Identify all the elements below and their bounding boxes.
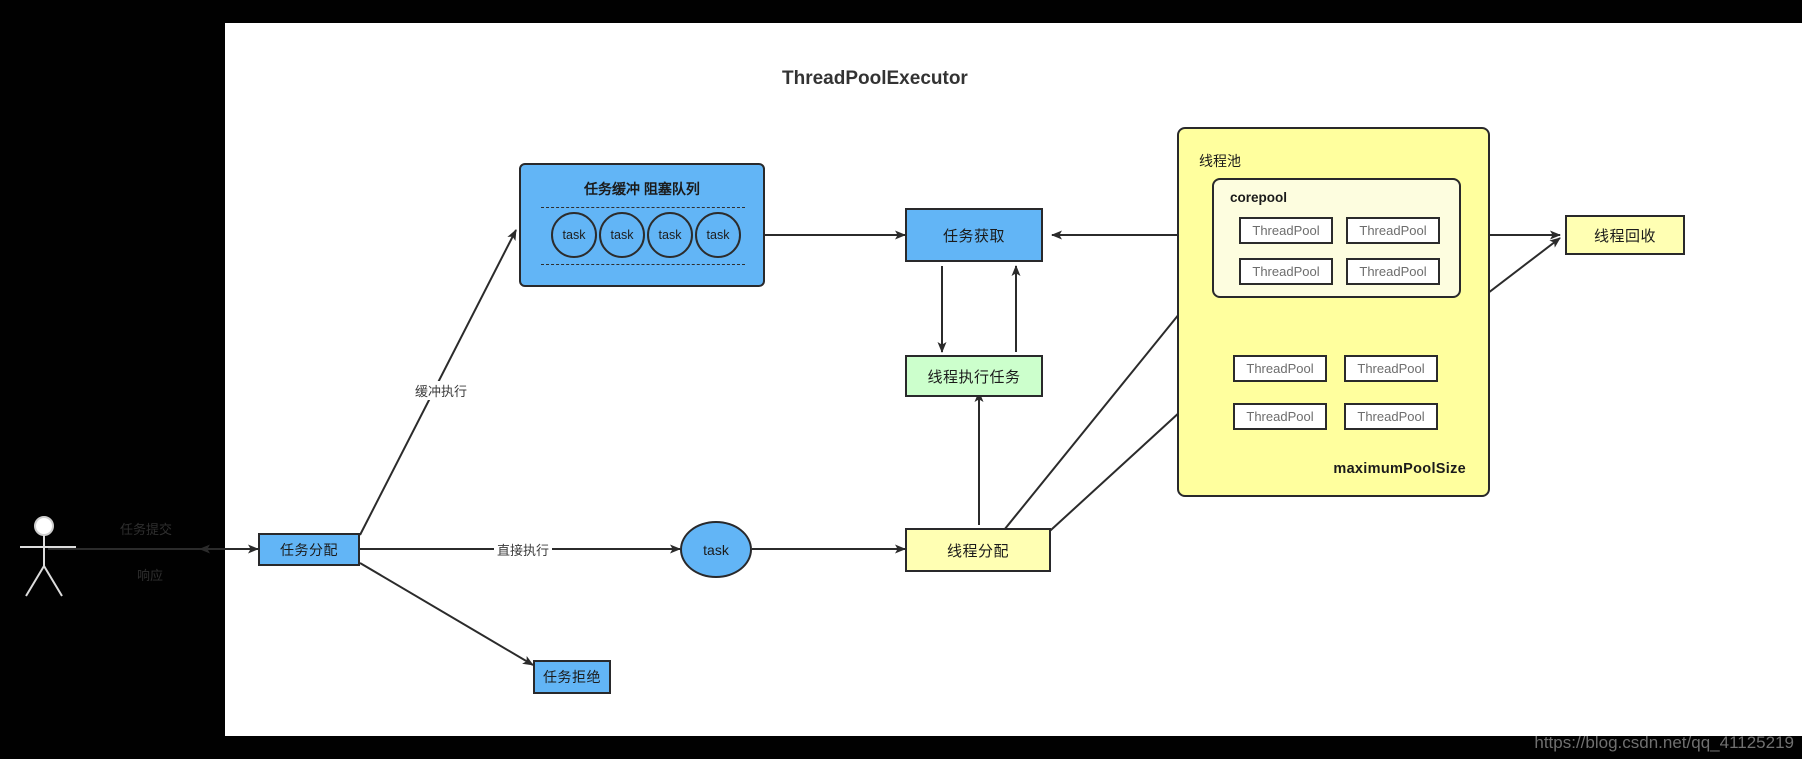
pool-extra-thread-0[interactable]: ThreadPool — [1233, 355, 1327, 382]
queue-header: 任务缓冲 阻塞队列 — [584, 181, 700, 197]
queue-task-3[interactable]: task — [695, 212, 741, 258]
node-thread-execute[interactable]: 线程执行任务 — [905, 355, 1043, 397]
edge-label-task-submit: 任务提交 — [120, 522, 173, 537]
edge-label-direct-exec: 直接执行 — [494, 540, 553, 559]
thread-pool-title: 线程池 — [1199, 153, 1241, 169]
corepool-thread-2[interactable]: ThreadPool — [1239, 258, 1333, 285]
corepool-title: corepool — [1230, 190, 1288, 205]
queue-dashed-band — [541, 207, 745, 265]
node-task-dispatch[interactable]: 任务分配 — [258, 533, 360, 566]
watermark: https://blog.csdn.net/qq_41125219 — [1534, 733, 1794, 752]
thread-pool-container: 线程池 maximumPoolSize corepool ThreadPool … — [1177, 127, 1490, 497]
actor-stick-figure-icon — [20, 516, 76, 597]
page-title: ThreadPoolExecutor — [782, 68, 968, 89]
corepool-thread-0[interactable]: ThreadPool — [1239, 217, 1333, 244]
pool-extra-thread-1[interactable]: ThreadPool — [1344, 355, 1438, 382]
queue-task-1[interactable]: task — [599, 212, 645, 258]
edge-label-response: 响应 — [137, 568, 164, 583]
task-buffer-blocking-queue: 任务缓冲 阻塞队列 task task task task — [519, 163, 765, 287]
edge-label-buffer-exec: 缓冲执行 — [412, 381, 471, 400]
node-task-circle[interactable]: task — [680, 521, 752, 578]
corepool-thread-3[interactable]: ThreadPool — [1346, 258, 1440, 285]
pool-extra-thread-2[interactable]: ThreadPool — [1233, 403, 1327, 430]
corepool-container: corepool ThreadPool ThreadPool ThreadPoo… — [1212, 178, 1461, 298]
queue-task-2[interactable]: task — [647, 212, 693, 258]
node-task-fetch[interactable]: 任务获取 — [905, 208, 1043, 262]
corepool-thread-1[interactable]: ThreadPool — [1346, 217, 1440, 244]
queue-task-0[interactable]: task — [551, 212, 597, 258]
pool-extra-thread-3[interactable]: ThreadPool — [1344, 403, 1438, 430]
node-thread-recycle[interactable]: 线程回收 — [1565, 215, 1685, 255]
node-task-reject[interactable]: 任务拒绝 — [533, 660, 611, 694]
node-thread-dispatch[interactable]: 线程分配 — [905, 528, 1051, 572]
maximum-pool-size-label: maximumPoolSize — [1333, 461, 1466, 477]
